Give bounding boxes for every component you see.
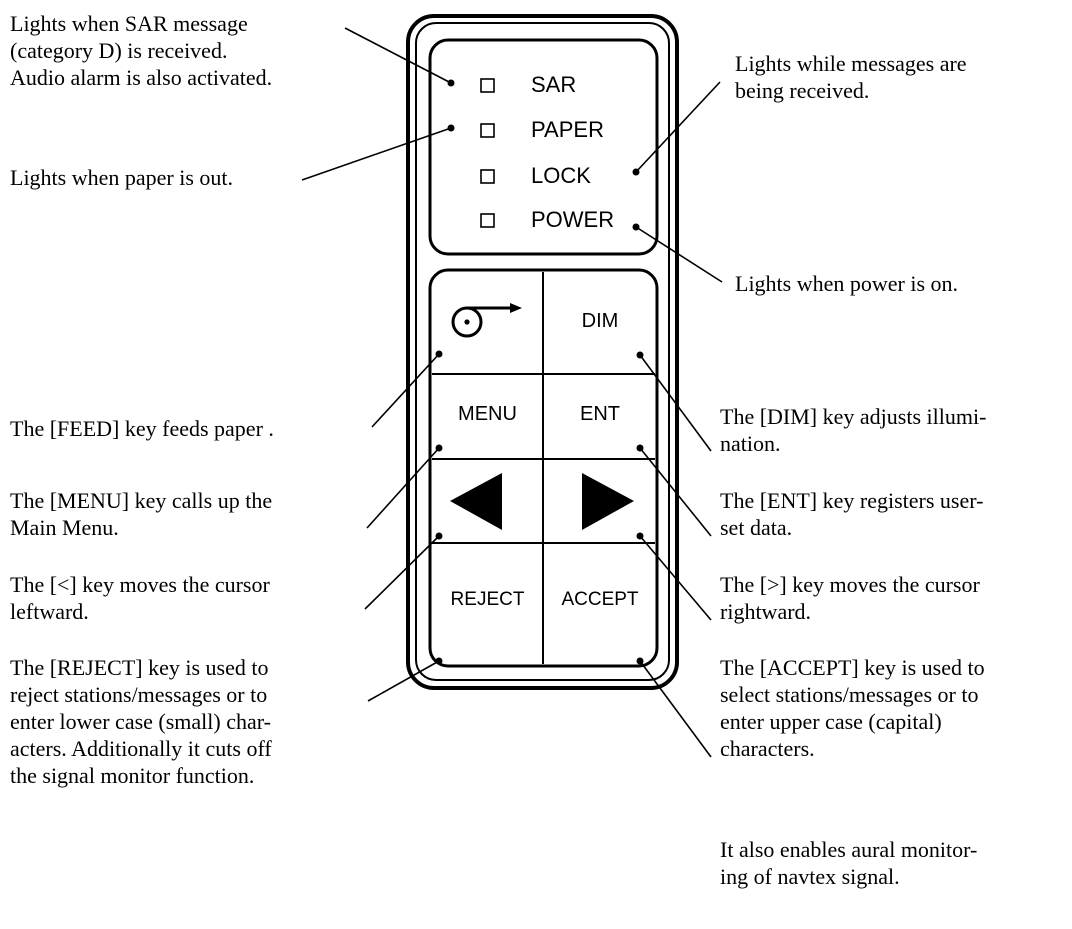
device-outer-frame — [406, 14, 679, 690]
leader-dots — [435, 79, 644, 665]
ent-key-label: ENT — [580, 403, 620, 425]
sar-indicator-label: SAR — [531, 72, 577, 97]
menu-callout: The [MENU] key calls up the Main Menu. — [10, 488, 273, 540]
sar-callout: Lights when SAR message (category D) is … — [10, 11, 273, 90]
feed-paper-icon — [451, 303, 522, 338]
sar-lamp-icon — [480, 78, 495, 93]
device-inner-frame — [415, 22, 670, 681]
left-arrow-icon — [450, 473, 502, 530]
dim-callout: The [DIM] key adjusts illumi- nation. — [720, 404, 987, 456]
dim-key-label: DIM — [581, 310, 619, 332]
accept-callout: The [ACCEPT] key is used to select stati… — [720, 655, 985, 761]
paper-callout: Lights when paper is out. — [10, 165, 234, 190]
left-key-callout: The [<] key moves the cursor leftward. — [10, 572, 270, 624]
paper-indicator-label: PAPER — [531, 117, 604, 142]
lock-indicator-label: LOCK — [531, 163, 591, 188]
menu-key-label: MENU — [458, 403, 517, 425]
leader-lines — [301, 27, 723, 758]
power-lamp-icon — [480, 213, 495, 228]
power-indicator-label: POWER — [531, 207, 615, 232]
right-key-callout: The [>] key moves the cursor rightward. — [720, 572, 980, 624]
monitor-callout: It also enables aural monitor- ing of na… — [720, 837, 978, 889]
ent-callout: The [ENT] key registers user- set data. — [720, 488, 984, 540]
power-callout: Lights when power is on. — [735, 271, 959, 296]
lock-lamp-icon — [480, 169, 495, 184]
accept-key-label: ACCEPT — [561, 589, 639, 610]
right-arrow-icon — [582, 473, 634, 530]
feed-callout: The [FEED] key feeds paper . — [10, 416, 274, 441]
paper-lamp-icon — [480, 123, 495, 138]
reject-key-label: REJECT — [450, 589, 525, 610]
lock-callout: Lights while messages are being received… — [735, 51, 967, 103]
indicator-panel — [428, 38, 659, 256]
reject-callout: The [REJECT] key is used to reject stati… — [10, 655, 272, 788]
